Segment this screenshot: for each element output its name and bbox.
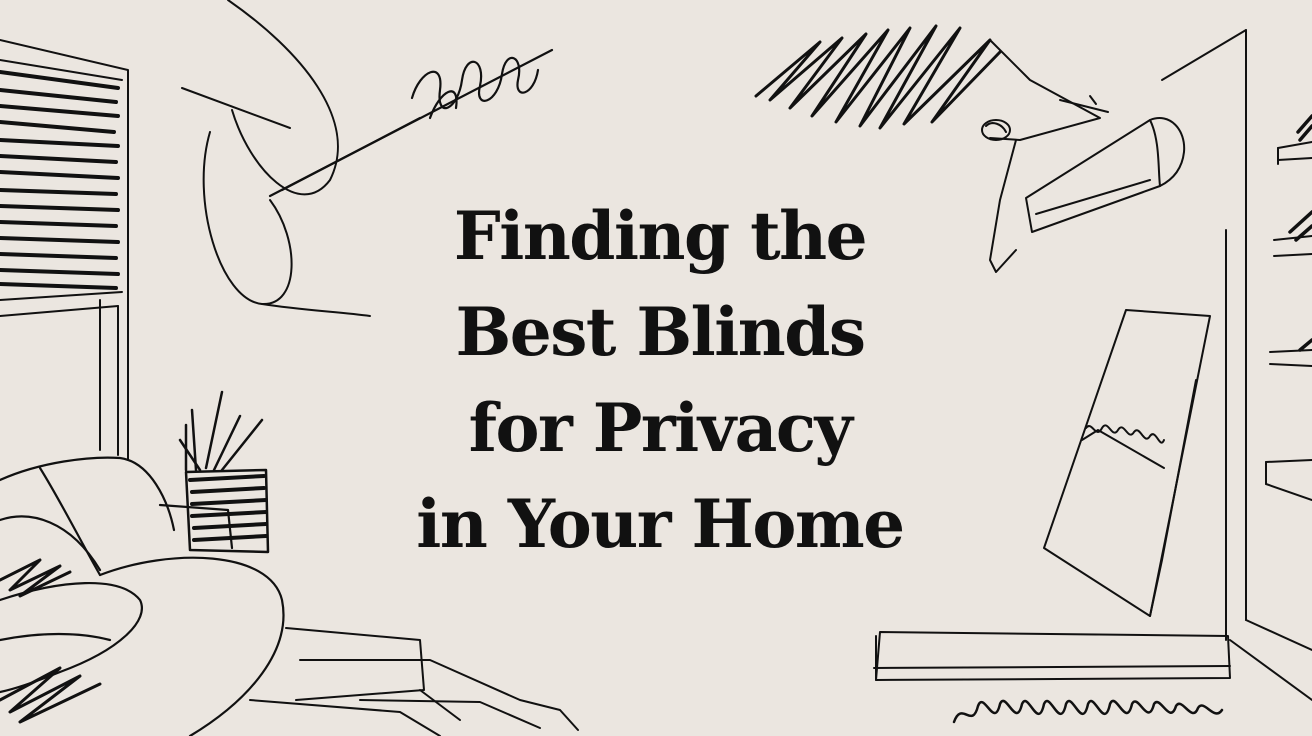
floor-bench-sketch <box>873 631 1231 681</box>
hanging-lamp-sketch <box>981 39 1109 273</box>
coil-spring-sketch <box>268 48 554 198</box>
leaning-mirror-sketch <box>1043 309 1211 617</box>
top-left-swoosh-sketch <box>181 0 371 317</box>
headline-line-4: in Your Home <box>416 485 905 563</box>
floor-rug-sketch <box>249 627 579 736</box>
headline-title: Finding the Best Blinds for Privacy in Y… <box>300 188 1020 572</box>
sofa-sketch <box>0 456 285 736</box>
floor-scribble-sketch <box>952 699 1224 724</box>
top-scribble-sketch <box>754 24 1002 130</box>
headline-line-2: Best Blinds <box>455 293 866 371</box>
wall-ac-unit-sketch <box>1025 117 1186 233</box>
wall-shelves-sketch <box>1161 29 1312 701</box>
window-blinds-sketch <box>0 39 129 461</box>
headline-line-1: Finding the <box>453 197 868 275</box>
headline-line-3: for Privacy <box>468 389 853 467</box>
potted-plant-sketch <box>178 390 270 554</box>
